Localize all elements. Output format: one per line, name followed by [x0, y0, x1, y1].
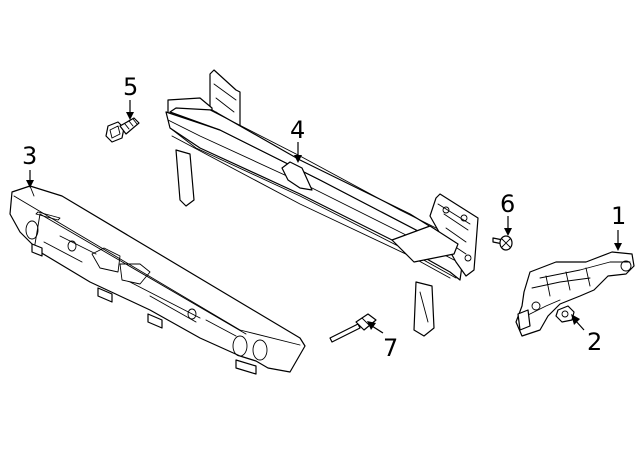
part-1-bracket	[515, 251, 635, 337]
leader-lines	[26, 100, 622, 334]
callout-1: 1	[611, 202, 626, 230]
part-3-energy-absorber	[9, 185, 306, 375]
callout-3: 3	[22, 142, 37, 170]
part-6-screw	[492, 235, 513, 251]
callout-7: 7	[383, 334, 398, 362]
callout-4: 4	[290, 116, 305, 144]
part-4-reinforcement-beam	[165, 69, 479, 337]
part-2-nut	[555, 305, 575, 323]
callout-2: 2	[587, 328, 602, 356]
callout-6: 6	[500, 190, 515, 218]
part-5-bolt	[105, 117, 140, 143]
part-7-rivet	[329, 313, 377, 343]
callout-5: 5	[123, 73, 138, 101]
